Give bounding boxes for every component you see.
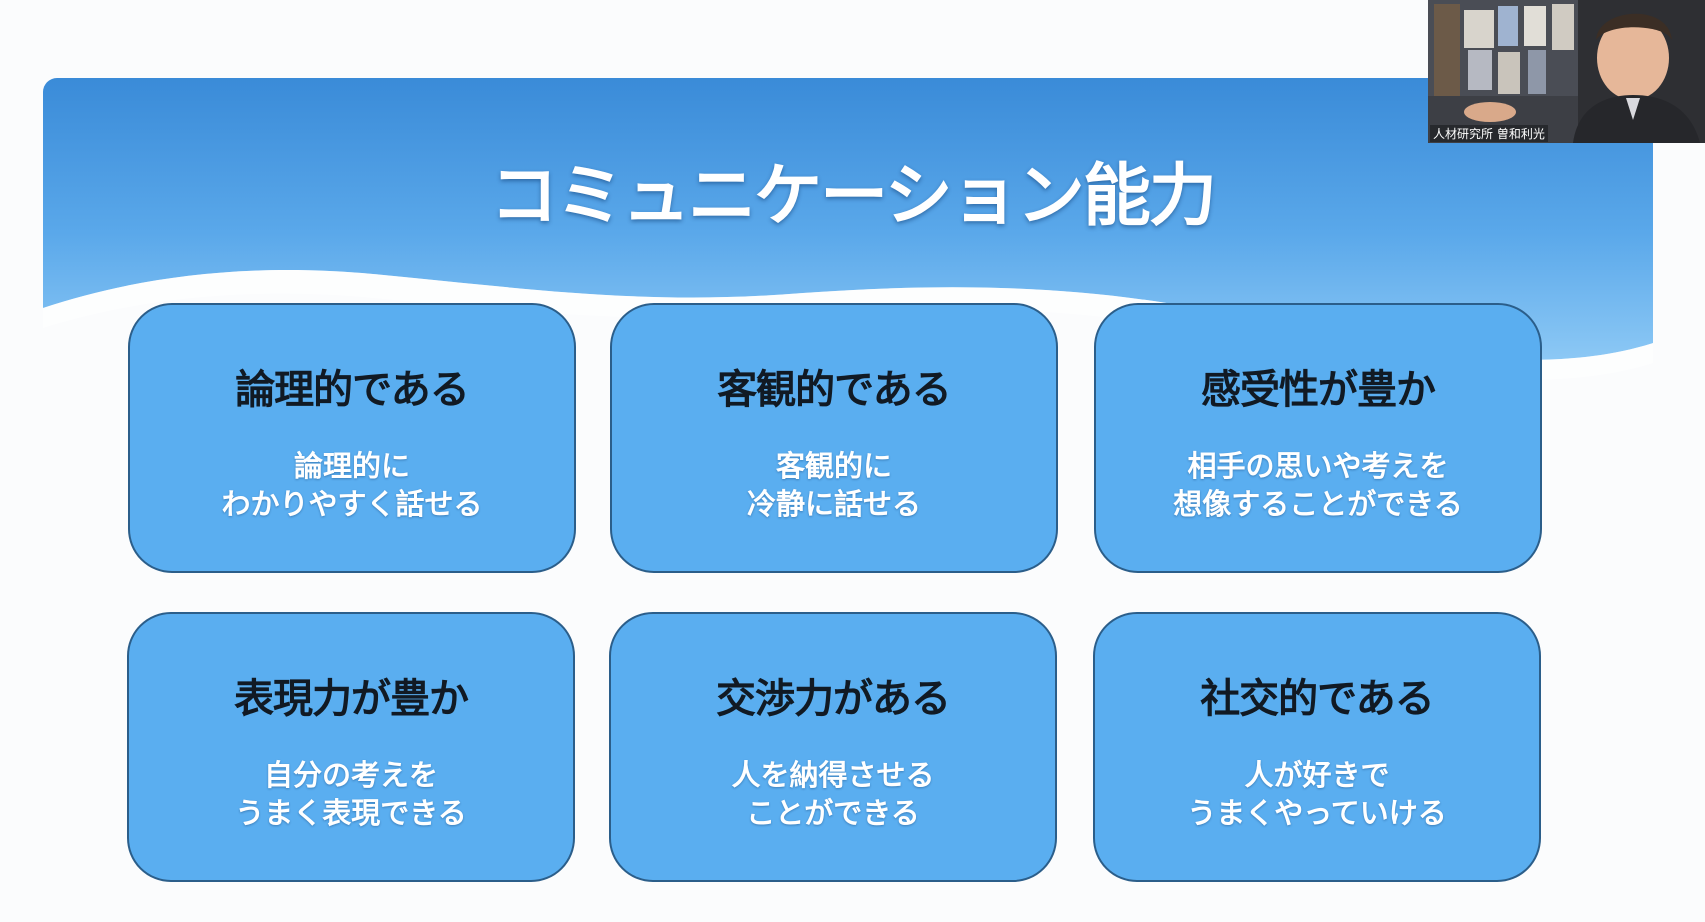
card-sensitivity: 感受性が豊か 相手の思いや考えを 想像することができる bbox=[1094, 303, 1542, 573]
card-desc-line: 論理的に bbox=[293, 449, 410, 483]
card-desc-line: 客観的に bbox=[775, 449, 892, 483]
slide-title: コミュニケーション能力 bbox=[490, 156, 1217, 236]
participant-video-feed bbox=[1428, 0, 1705, 143]
card-sociability: 社交的である 人が好きで うまくやっていける bbox=[1093, 612, 1541, 882]
card-heading: 交渉力がある bbox=[716, 675, 951, 722]
card-desc-line: 自分の考えを bbox=[263, 758, 438, 792]
card-desc-line: 相手の思いや考えを bbox=[1187, 449, 1449, 483]
participant-video-tile[interactable]: 人材研究所 曽和利光 bbox=[1428, 0, 1705, 143]
card-desc-line: 人が好きで bbox=[1244, 758, 1390, 792]
card-desc-line: うまくやっていける bbox=[1187, 796, 1447, 830]
card-desc-line: うまく表現できる bbox=[235, 796, 467, 830]
card-description: 相手の思いや考えを 想像することができる bbox=[1096, 447, 1540, 523]
card-expressiveness: 表現力が豊か 自分の考えを うまく表現できる bbox=[127, 612, 575, 882]
slide-header-banner bbox=[43, 78, 1653, 398]
card-description: 人を納得させる ことができる bbox=[611, 756, 1055, 832]
card-description: 論理的に わかりやすく話せる bbox=[130, 447, 574, 523]
card-desc-line: 想像することができる bbox=[1173, 487, 1463, 521]
card-heading: 論理的である bbox=[235, 366, 470, 413]
card-desc-line: ことができる bbox=[746, 796, 920, 830]
card-heading: 感受性が豊か bbox=[1201, 366, 1436, 413]
card-objective: 客観的である 客観的に 冷静に話せる bbox=[610, 303, 1058, 573]
card-logical: 論理的である 論理的に わかりやすく話せる bbox=[128, 303, 576, 573]
card-heading: 客観的である bbox=[717, 366, 952, 413]
card-description: 自分の考えを うまく表現できる bbox=[129, 756, 573, 832]
card-desc-line: 人を納得させる bbox=[731, 758, 935, 792]
card-heading: 表現力が豊か bbox=[234, 675, 469, 722]
card-negotiation: 交渉力がある 人を納得させる ことができる bbox=[609, 612, 1057, 882]
participant-name-label: 人材研究所 曽和利光 bbox=[1430, 125, 1548, 142]
card-desc-line: 冷静に話せる bbox=[746, 487, 921, 521]
card-heading: 社交的である bbox=[1200, 675, 1435, 722]
card-desc-line: わかりやすく話せる bbox=[221, 487, 483, 521]
card-description: 人が好きで うまくやっていける bbox=[1095, 756, 1539, 832]
card-description: 客観的に 冷静に話せる bbox=[612, 447, 1056, 523]
